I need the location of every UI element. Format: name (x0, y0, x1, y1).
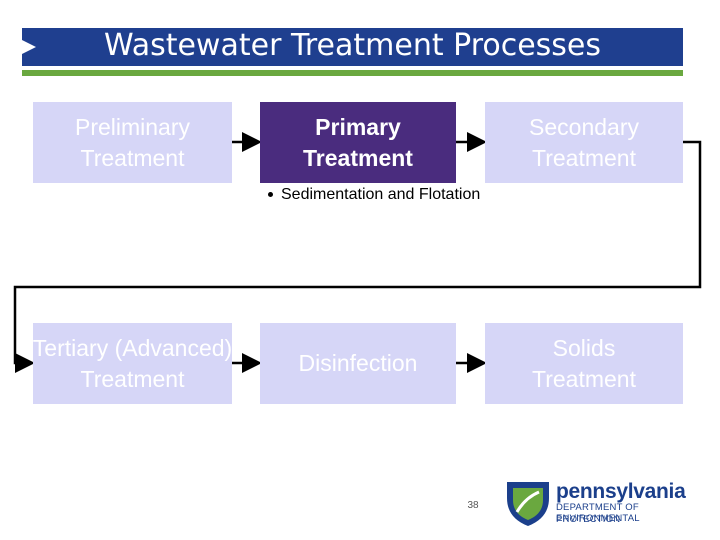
disinfection-line1: Disinfection (298, 350, 418, 376)
title-arrow-icon (22, 40, 36, 54)
bullet-text: Sedimentation and Flotation (281, 186, 481, 203)
tertiary-line2: Treatment (80, 365, 185, 392)
bullet-dot-icon (268, 192, 273, 198)
tertiary-treatment-box: Tertiary (Advanced) Treatment (33, 323, 232, 404)
logo-wordmark: pennsylvania (556, 480, 686, 503)
tertiary-line1: Tertiary (Advanced) (33, 334, 232, 361)
solids-line1: Solids (552, 334, 616, 361)
disinfection-box: Disinfection (260, 323, 456, 404)
logo-subtitle-line1: DEPARTMENT OF ENVIRONMENTAL (556, 502, 640, 524)
pennsylvania-keystone-logo-icon (507, 482, 549, 526)
logo-subtitle-line2: PROTECTION (556, 514, 621, 525)
secondary-line1: Secondary (529, 113, 639, 140)
primary-line2: Treatment (303, 144, 413, 171)
secondary-line2: Treatment (532, 144, 636, 171)
title-bar (22, 28, 683, 66)
preliminary-line2: Treatment (80, 144, 185, 171)
solids-line2: Treatment (532, 365, 636, 392)
bullet-sedimentation: Sedimentation and Flotation (268, 186, 480, 204)
title-underline (22, 70, 683, 76)
page-number: 38 (467, 500, 479, 511)
page-title: Wastewater Treatment Processes (103, 28, 602, 63)
arrow-secondary-to-tertiary (13, 140, 702, 373)
preliminary-line1: Preliminary (74, 113, 191, 140)
primary-line1: Primary (315, 113, 401, 140)
